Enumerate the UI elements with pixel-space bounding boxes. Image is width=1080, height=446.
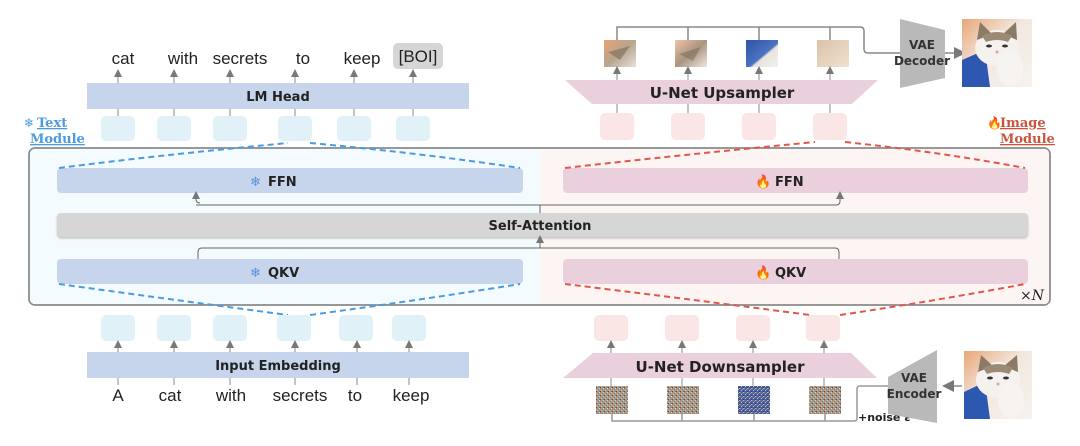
output-token-boi: [BOI] [399, 47, 438, 66]
text-token-box [396, 116, 430, 141]
image-hidden-states-top [600, 113, 847, 140]
self-attention-label: Self-Attention [489, 219, 592, 234]
lm-head-arrows [114, 69, 417, 116]
text-token-box [337, 116, 371, 141]
input-token: cat [159, 386, 182, 405]
fire-icon: 🔥 [755, 174, 771, 190]
output-token: cat [112, 49, 135, 68]
upsampler-output-connector [616, 26, 900, 54]
unet-upsampler-block[interactable]: U-Net Upsampler [565, 80, 878, 104]
text-token-box [101, 315, 135, 341]
lm-head-label: LM Head [246, 90, 310, 105]
text-token-box [392, 315, 426, 341]
self-attention-block[interactable]: Self-Attention [57, 213, 1028, 237]
image-token-box [742, 113, 776, 140]
text-token-box [339, 315, 373, 341]
upsampler-arrows [613, 66, 834, 113]
downsampler-arrows [607, 340, 828, 386]
unet-downsampler-block[interactable]: U-Net Downsampler [563, 353, 877, 378]
svg-text:Module: Module [30, 132, 85, 147]
image-module-label: 🔥 Image Module [987, 116, 1055, 147]
svg-text:VAE: VAE [909, 38, 935, 52]
text-token-box [157, 116, 191, 141]
fire-icon: 🔥 [987, 116, 1002, 130]
text-token-box [157, 315, 191, 341]
noisy-image-patch [738, 386, 770, 414]
input-cat-image [964, 351, 1032, 419]
repeat-n-label: ×N [1020, 288, 1045, 304]
image-token-box [806, 315, 840, 341]
input-embedding-arrows [114, 340, 413, 385]
output-token: secrets [213, 49, 268, 68]
image-qkv-block[interactable]: 🔥 QKV [563, 259, 1028, 284]
input-tokens: A cat with secrets to keep [112, 386, 429, 405]
vae-encoder-block[interactable]: VAE Encoder [887, 350, 942, 423]
input-token: with [215, 386, 246, 405]
text-token-box [101, 116, 135, 141]
image-top-fan [564, 141, 1026, 316]
image-ffn-label: FFN [775, 175, 804, 190]
snowflake-icon: ❄ [250, 175, 261, 190]
image-hidden-states-bottom [594, 315, 840, 341]
image-qkv-label: QKV [775, 266, 806, 281]
output-token: with [167, 49, 198, 68]
text-ffn-label: FFN [268, 175, 297, 190]
text-token-box [278, 116, 312, 141]
text-hidden-states-bottom [101, 315, 426, 341]
input-token: to [348, 386, 362, 405]
generated-cat-image [962, 19, 1032, 87]
input-token: secrets [273, 386, 328, 405]
input-token: keep [393, 386, 430, 405]
image-patch [817, 40, 849, 67]
svg-text:Decoder: Decoder [894, 54, 950, 68]
svg-text:Text: Text [37, 116, 67, 131]
image-token-box [600, 113, 634, 140]
text-ffn-block[interactable]: ❄ FFN [57, 168, 523, 193]
image-token-box [665, 315, 699, 341]
unet-upsampler-label: U-Net Upsampler [650, 84, 795, 102]
svg-text:Encoder: Encoder [887, 387, 942, 401]
snowflake-icon: ❄ [24, 116, 34, 130]
image-token-box [671, 113, 705, 140]
unet-downsampler-label: U-Net Downsampler [636, 358, 806, 376]
attention-connectors [192, 191, 844, 259]
input-embedding-label: Input Embedding [215, 359, 341, 374]
image-token-box [736, 315, 770, 341]
noise-input-connector [611, 385, 888, 422]
text-module-label: ❄ Text Module [24, 116, 85, 147]
input-token: A [112, 386, 124, 405]
image-token-box [594, 315, 628, 341]
svg-text:VAE: VAE [901, 371, 927, 385]
text-token-box [213, 315, 247, 341]
image-ffn-block[interactable]: 🔥 FFN [563, 168, 1028, 193]
noisy-image-patch [667, 386, 699, 414]
fire-icon: 🔥 [755, 265, 771, 281]
text-hidden-states-top [101, 116, 430, 141]
text-token-box [277, 315, 311, 341]
vae-decoder-block[interactable]: VAE Decoder [894, 19, 950, 88]
svg-text:Module: Module [1000, 132, 1055, 147]
output-token: to [296, 49, 310, 68]
text-qkv-label: QKV [268, 266, 299, 281]
noisy-patches [596, 386, 841, 414]
image-patch [746, 40, 778, 67]
input-embedding-block[interactable]: Input Embedding [87, 352, 469, 378]
predicted-patches [604, 40, 849, 67]
image-token-box [813, 113, 847, 140]
lm-head-block[interactable]: LM Head [87, 83, 469, 109]
output-tokens: cat with secrets to keep [BOI] [112, 43, 443, 69]
text-qkv-block[interactable]: ❄ QKV [57, 259, 523, 284]
svg-text:Image: Image [1000, 116, 1046, 131]
noisy-image-patch [596, 386, 628, 414]
output-token: keep [344, 49, 381, 68]
text-token-box [213, 116, 247, 141]
boi-token-badge [393, 43, 443, 69]
noisy-image-patch [809, 386, 841, 414]
snowflake-icon: ❄ [250, 266, 261, 281]
